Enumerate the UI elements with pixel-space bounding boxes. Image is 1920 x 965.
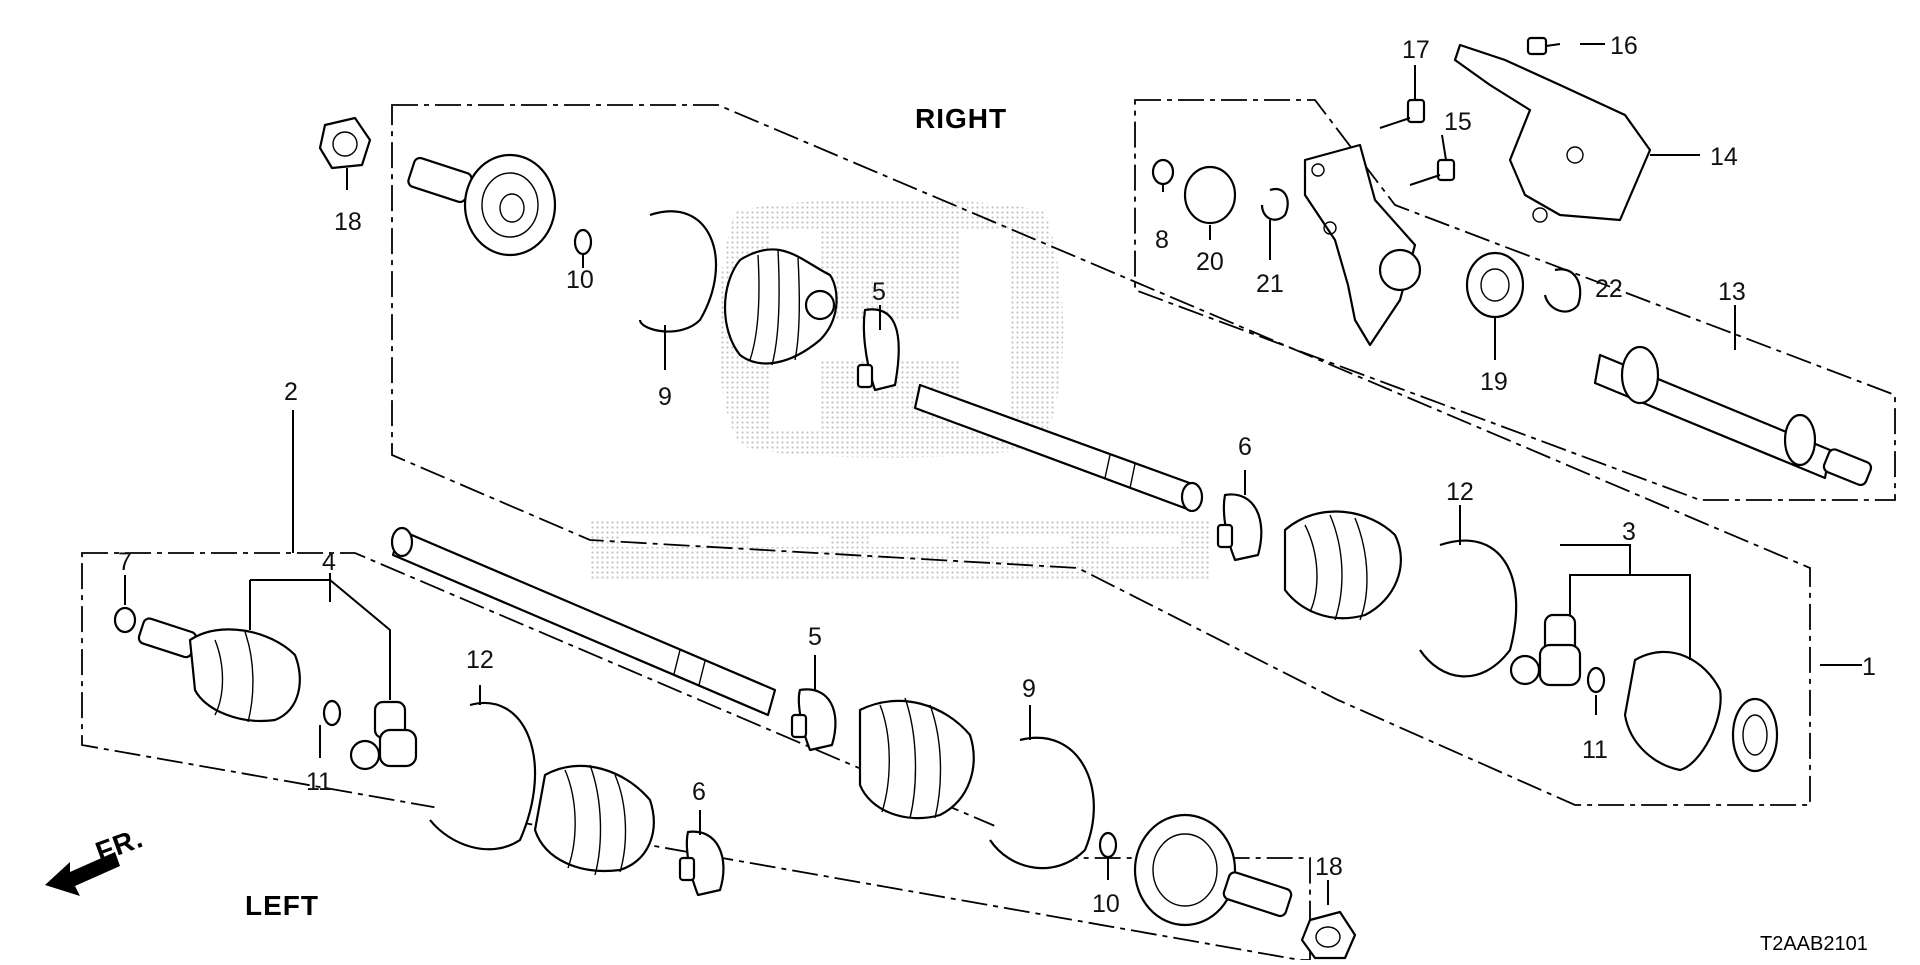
callout-4: 4 xyxy=(322,548,336,576)
spider-joint-left xyxy=(349,700,418,771)
callout-16: 16 xyxy=(1610,32,1638,60)
bearing-19 xyxy=(1465,251,1525,319)
inboard-joint-left xyxy=(137,617,301,723)
callout-6-right: 6 xyxy=(1238,433,1252,461)
boot-band-6-right xyxy=(1216,493,1263,562)
shaft-right xyxy=(913,383,1204,513)
callout-2: 2 xyxy=(284,378,298,406)
bolt-17 xyxy=(1379,98,1426,129)
snap-ring-11-right xyxy=(1586,666,1606,694)
left-assembly-frame xyxy=(81,552,1311,961)
callout-12-left: 12 xyxy=(466,646,494,674)
callout-9-left: 9 xyxy=(1022,675,1036,703)
shaft-left xyxy=(390,526,777,717)
boot-left-inner xyxy=(533,764,655,876)
callout-22: 22 xyxy=(1595,275,1623,303)
diagram-code: T2AAB2101 xyxy=(1760,933,1868,955)
callout-1: 1 xyxy=(1862,653,1876,681)
right-heading: RIGHT xyxy=(915,103,1007,134)
boot-band-5-right xyxy=(856,308,900,392)
callout-18-left: 18 xyxy=(1315,853,1343,881)
snap-ring-8 xyxy=(1151,158,1175,186)
spider-joint-right xyxy=(1509,613,1582,687)
callout-10-right: 10 xyxy=(566,266,594,294)
intermediate-shaft-13 xyxy=(1593,345,1873,487)
right-assembly-frame xyxy=(391,104,1811,806)
callout-21: 21 xyxy=(1256,270,1284,298)
bracket-assembly-frame xyxy=(1134,99,1896,501)
callout-19: 19 xyxy=(1480,368,1508,396)
snap-ring-22 xyxy=(1543,268,1582,313)
boot-band-5-left xyxy=(790,688,837,752)
boot-right-inner xyxy=(1283,510,1402,621)
boot-band-9-right xyxy=(638,210,718,333)
boot-right-outer xyxy=(724,248,838,366)
callout-13: 13 xyxy=(1718,278,1746,306)
outer-cv-joint-right xyxy=(407,153,557,257)
boot-band-12-right xyxy=(1419,539,1518,678)
callout-5-right: 5 xyxy=(872,278,886,306)
callout-6-left: 6 xyxy=(692,778,706,806)
callout-8: 8 xyxy=(1155,226,1169,254)
callout-5-left: 5 xyxy=(808,623,822,651)
boot-band-6-left xyxy=(678,830,725,897)
snap-ring-10-right xyxy=(573,228,593,256)
boot-band-12-left xyxy=(429,702,536,851)
snap-ring-10-left xyxy=(1098,831,1118,859)
callout-3: 3 xyxy=(1622,518,1636,546)
inboard-joint-right xyxy=(1623,650,1779,773)
outer-cv-joint-left xyxy=(1133,813,1293,927)
front-direction-indicator: FR. xyxy=(45,822,147,896)
bolt-16 xyxy=(1526,36,1561,56)
callout-18-right: 18 xyxy=(334,208,362,236)
front-arrow-icon xyxy=(45,852,120,896)
seal-20 xyxy=(1183,165,1237,225)
callout-14: 14 xyxy=(1710,143,1738,171)
callouts: 1 2 3 4 5 5 6 6 7 8 9 9 10 10 11 11 12 1… xyxy=(118,32,1876,918)
front-label: FR. xyxy=(91,822,147,868)
boot-left-outer xyxy=(858,697,975,820)
leader-lines xyxy=(124,43,1862,905)
boot-band-9-left xyxy=(989,736,1095,870)
heat-shield-14 xyxy=(1453,43,1652,223)
callout-10-left: 10 xyxy=(1092,890,1120,918)
snap-ring-7 xyxy=(113,606,137,634)
callout-7: 7 xyxy=(118,548,132,576)
bolt-15 xyxy=(1409,158,1456,186)
callout-9-right: 9 xyxy=(658,383,672,411)
callout-11-left: 11 xyxy=(306,768,332,796)
hub-nut-18-right xyxy=(318,116,372,170)
snap-ring-11-left xyxy=(322,699,342,727)
hub-nut-18-left xyxy=(1300,910,1357,960)
callout-11-right: 11 xyxy=(1582,736,1608,764)
callout-20: 20 xyxy=(1196,248,1224,276)
clip-21 xyxy=(1260,187,1289,221)
bearing-bracket xyxy=(1303,143,1422,347)
callout-17: 17 xyxy=(1402,36,1430,64)
callout-12-right: 12 xyxy=(1446,478,1474,506)
callout-15: 15 xyxy=(1444,108,1472,136)
left-heading: LEFT xyxy=(245,890,319,921)
